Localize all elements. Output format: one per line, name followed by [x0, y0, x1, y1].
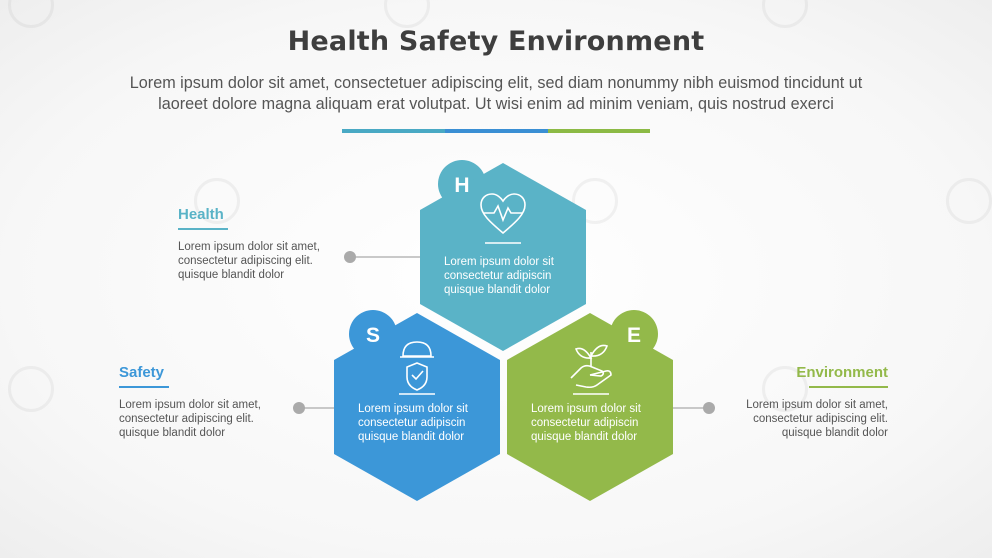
hex-text-line: Lorem ipsum dolor sit [444, 256, 554, 268]
description-line: Lorem ipsum dolor sit amet, [119, 399, 261, 411]
watermark-icon [572, 178, 618, 224]
description-line: consectetur adipiscing elit. [753, 413, 888, 425]
description-line: quisque blandit dolor [119, 427, 226, 439]
page-subtitle: Lorem ipsum dolor sit amet, consectetuer… [60, 73, 932, 115]
heart-pulse-icon [480, 193, 526, 244]
safety-hexagon: S [334, 310, 500, 501]
safety-description: Lorem ipsum dolor sit amet, consectetur … [119, 398, 289, 440]
health-hexagon: H [420, 160, 586, 351]
hex-text-line: consectetur adipiscin [444, 270, 552, 282]
hex-text-line: Lorem ipsum dolor sit [358, 403, 468, 415]
hand-plant-icon [570, 344, 612, 395]
description-line: quisque blandit dolor [178, 269, 285, 281]
safety-label-underline [119, 386, 169, 388]
health-hex-text: Lorem ipsum dolor sit consectetur adipis… [444, 255, 554, 297]
hex-text-line: consectetur adipiscin [531, 417, 639, 429]
page-title: Health Safety Environment [287, 26, 705, 57]
hex-text-line: quisque blandit dolor [444, 284, 551, 296]
title-rule-green [548, 129, 650, 133]
title-rule-teal [342, 129, 445, 133]
watermark-icon [8, 366, 54, 412]
environment-hexagon: E [507, 310, 673, 501]
environment-letter: E [627, 324, 641, 347]
description-line: quisque blandit dolor [781, 427, 888, 439]
hex-text-line: Lorem ipsum dolor sit [531, 403, 641, 415]
hex-text-line: quisque blandit dolor [531, 431, 638, 443]
description-line: consectetur adipiscing elit. [119, 413, 254, 425]
description-line: Lorem ipsum dolor sit amet, [746, 399, 888, 411]
title-rule-blue [445, 129, 548, 133]
safety-hex-text: Lorem ipsum dolor sit consectetur adipis… [358, 402, 468, 444]
environment-label-underline [809, 386, 888, 388]
hex-text-line: consectetur adipiscin [358, 417, 466, 429]
safety-connector [293, 402, 338, 414]
subtitle-line: Lorem ipsum dolor sit amet, consectetuer… [129, 74, 863, 92]
health-label-underline [178, 228, 228, 230]
health-label: Health [178, 206, 224, 223]
subtitle-line: laoreet dolore magna aliquam erat volutp… [158, 95, 834, 113]
environment-description: Lorem ipsum dolor sit amet, consectetur … [718, 398, 888, 440]
description-line: Lorem ipsum dolor sit amet, [178, 241, 320, 253]
safety-letter: S [366, 324, 380, 347]
environment-hex-text: Lorem ipsum dolor sit consectetur adipis… [531, 402, 641, 444]
watermark-icon [762, 366, 808, 412]
hex-text-line: quisque blandit dolor [358, 431, 465, 443]
safety-label: Safety [119, 364, 165, 381]
health-letter: H [454, 174, 469, 197]
environment-connector [672, 402, 715, 414]
health-connector [344, 251, 424, 263]
worker-shield-icon [399, 341, 435, 395]
watermark-icon [194, 178, 240, 224]
environment-label: Environment [796, 364, 888, 381]
health-description: Lorem ipsum dolor sit amet, consectetur … [178, 240, 348, 282]
description-line: consectetur adipiscing elit. [178, 255, 313, 267]
watermark-icon [946, 178, 992, 224]
